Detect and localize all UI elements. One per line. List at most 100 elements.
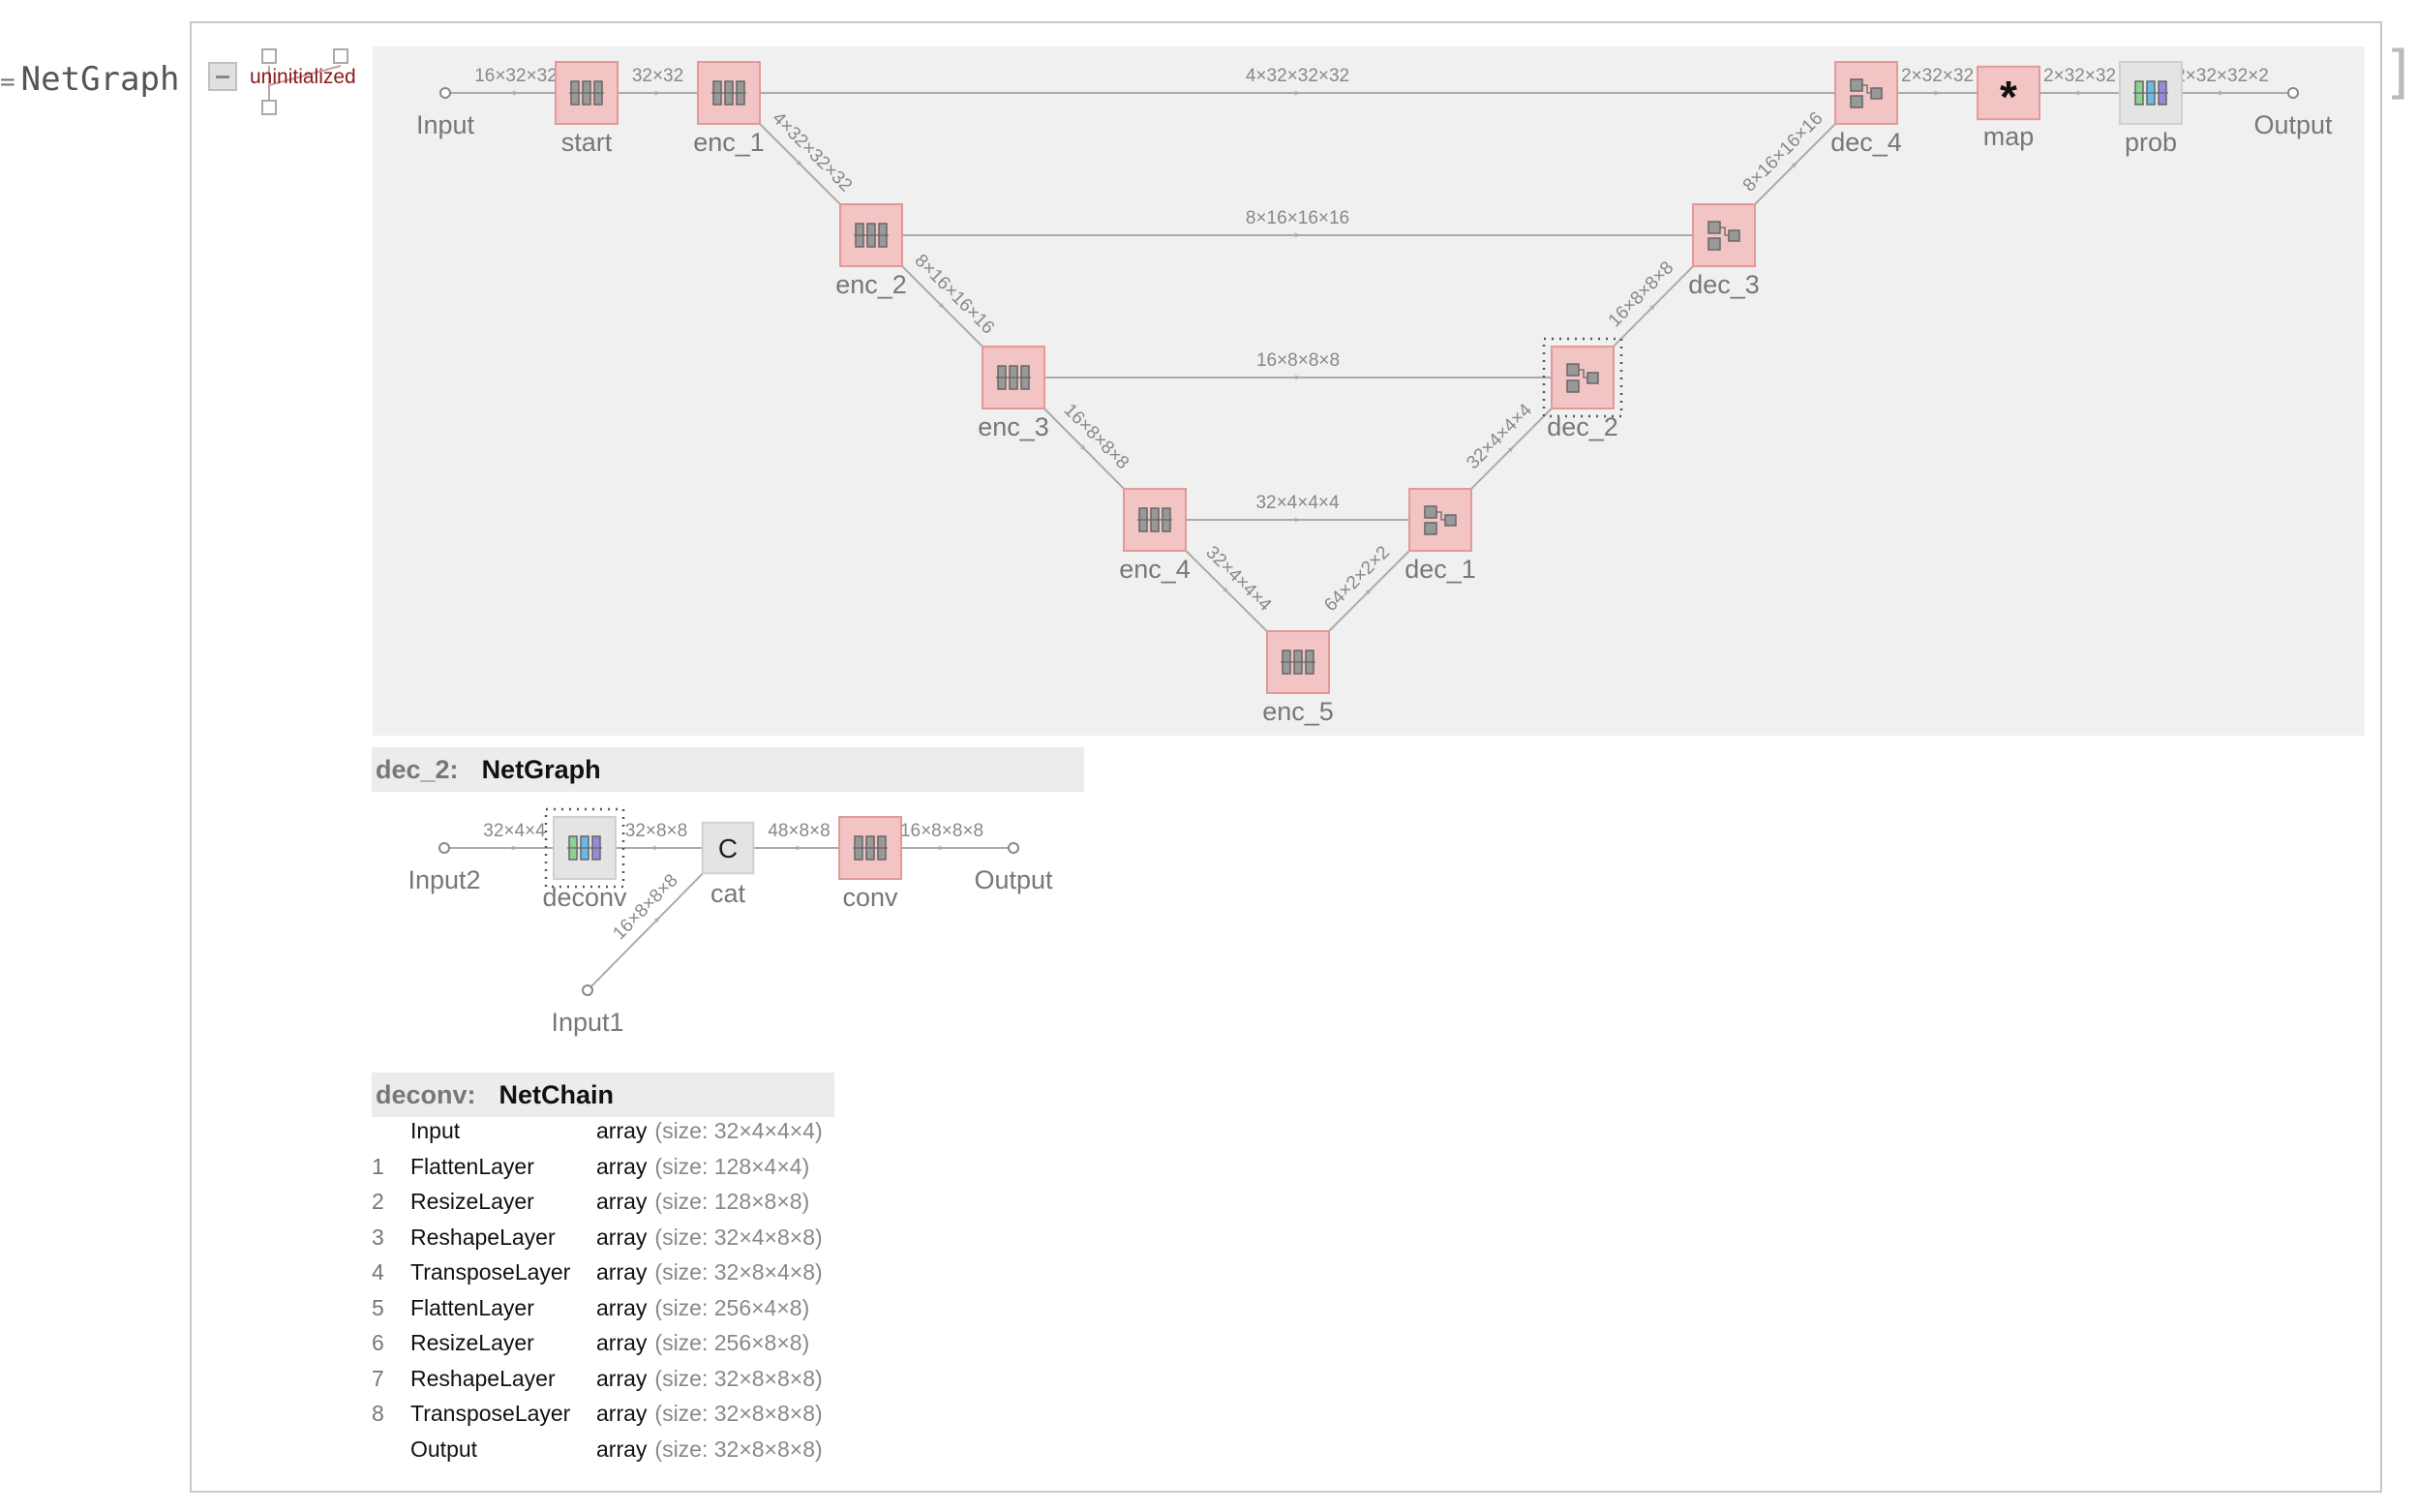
close-bracket: ] <box>2382 39 2417 106</box>
layer-type: array <box>596 1294 648 1320</box>
edge-label: 32×4×4×4 <box>1255 493 1340 513</box>
layer-size: (size: 128×8×8) <box>654 1189 810 1214</box>
layer-row[interactable]: 6 ResizeLayer array(size: 256×8×8) <box>372 1330 856 1359</box>
layer-size: (size: 256×8×8) <box>654 1330 810 1355</box>
netgraph-head: NetGraph <box>20 60 180 99</box>
layer-type: array <box>596 1189 648 1214</box>
node-label: conv <box>842 883 898 912</box>
node-box[interactable] <box>1834 61 1898 125</box>
node-box[interactable] <box>1551 346 1615 409</box>
node-Input: Input <box>416 87 475 139</box>
layer-index: 5 <box>372 1294 384 1320</box>
layer-type: array <box>596 1118 648 1143</box>
node-dec_3[interactable]: dec_3 <box>1688 203 1760 299</box>
layer-bars-icon <box>854 223 889 248</box>
layer-bars-icon <box>711 80 746 106</box>
node-deconv[interactable]: deconv <box>542 807 627 912</box>
node-box[interactable] <box>1977 65 2040 121</box>
edge-enc_2-dec_3: 8×16×16×16 <box>871 208 1724 238</box>
layer-name: ResizeLayer <box>410 1330 534 1355</box>
layer-name: ReshapeLayer <box>410 1365 556 1391</box>
edge-enc_4-dec_1: 32×4×4×4 <box>1155 493 1440 523</box>
layer-size: (size: 32×8×8×8) <box>654 1365 823 1391</box>
layer-type: array <box>596 1259 648 1285</box>
edge-label: 64×2×2×2 <box>1320 542 1394 616</box>
layer-row[interactable]: Input array(size: 32×4×4×4) <box>372 1118 856 1147</box>
node-label: enc_5 <box>1262 697 1334 726</box>
layer-index: 7 <box>372 1365 384 1391</box>
layer-type: array <box>596 1153 648 1179</box>
collapse-button[interactable] <box>208 62 237 91</box>
node-label: start <box>561 128 613 157</box>
uninit-node-icon <box>261 100 277 115</box>
dec2-panel-title: dec_2:NetGraph <box>372 747 1084 792</box>
node-dec_2[interactable]: dec_2 <box>1542 337 1623 441</box>
layer-bars-icon <box>569 80 604 106</box>
subgraph-icon <box>1566 363 1599 393</box>
node-label: enc_4 <box>1119 555 1191 584</box>
layer-type: array <box>596 1224 648 1250</box>
port-dot-icon <box>582 984 593 996</box>
node-box[interactable] <box>1408 488 1472 552</box>
layer-size: (size: 32×8×8×8) <box>654 1401 823 1426</box>
node-Output: Output <box>974 842 1053 894</box>
layer-bars-icon <box>1281 650 1315 675</box>
layer-index: 3 <box>372 1224 384 1250</box>
node-label: Input2 <box>408 865 480 894</box>
layer-name: ResizeLayer <box>410 1189 534 1214</box>
nodes-layer: Input start enc_1 enc_2 enc_3 enc_4 enc_5 dec_1… <box>416 61 2333 726</box>
layer-size: (size: 32×4×4×4) <box>654 1118 823 1143</box>
node-enc_1[interactable]: enc_1 <box>693 61 765 157</box>
node-start[interactable]: start <box>555 61 619 157</box>
panel-key: deconv: <box>376 1080 476 1109</box>
edge-label: 4×32×32×32 <box>769 108 857 197</box>
node-conv[interactable]: conv <box>838 816 902 912</box>
node-dec_1[interactable]: dec_1 <box>1405 488 1476 584</box>
edge-label: 2×32×32 <box>1901 66 1974 86</box>
edge-label: 16×32×32 <box>474 66 558 86</box>
layer-bars-icon <box>996 365 1031 390</box>
node-label: Input1 <box>551 1008 623 1037</box>
node-label: enc_2 <box>835 270 907 299</box>
uninit-links-icon <box>268 65 342 100</box>
node-enc_3[interactable]: enc_3 <box>978 346 1049 441</box>
layer-row[interactable]: 2 ResizeLayer array(size: 128×8×8) <box>372 1189 856 1218</box>
edge-label: 8×16×16×16 <box>911 251 999 339</box>
node-Output: Output <box>2253 87 2333 139</box>
node-map[interactable]: *map <box>1977 65 2040 151</box>
node-box[interactable] <box>1692 203 1756 267</box>
node-label: dec_1 <box>1405 555 1476 584</box>
node-Input2: Input2 <box>408 842 481 894</box>
layer-index: 6 <box>372 1330 384 1355</box>
layer-type: array <box>596 1401 648 1426</box>
layer-index: 2 <box>372 1189 384 1214</box>
node-box[interactable] <box>555 61 619 125</box>
layer-bars-icon <box>2133 80 2168 106</box>
edge-label: 48×8×8 <box>768 821 830 841</box>
node-box[interactable] <box>701 821 755 875</box>
layer-type: array <box>596 1330 648 1355</box>
node-enc_4[interactable]: enc_4 <box>1119 488 1191 584</box>
layer-size: (size: 32×8×8×8) <box>654 1436 823 1462</box>
node-enc_5[interactable]: enc_5 <box>1262 630 1334 726</box>
node-dec_4[interactable]: dec_4 <box>1830 61 1902 157</box>
layer-name: Input <box>410 1118 461 1143</box>
node-label: map <box>1983 122 2035 151</box>
node-label: dec_2 <box>1547 412 1618 441</box>
node-label: enc_3 <box>978 412 1049 441</box>
edge-label: 16×8×8×8 <box>1060 400 1133 473</box>
node-prob[interactable]: prob <box>2119 61 2183 157</box>
node-enc_2[interactable]: enc_2 <box>835 203 907 299</box>
